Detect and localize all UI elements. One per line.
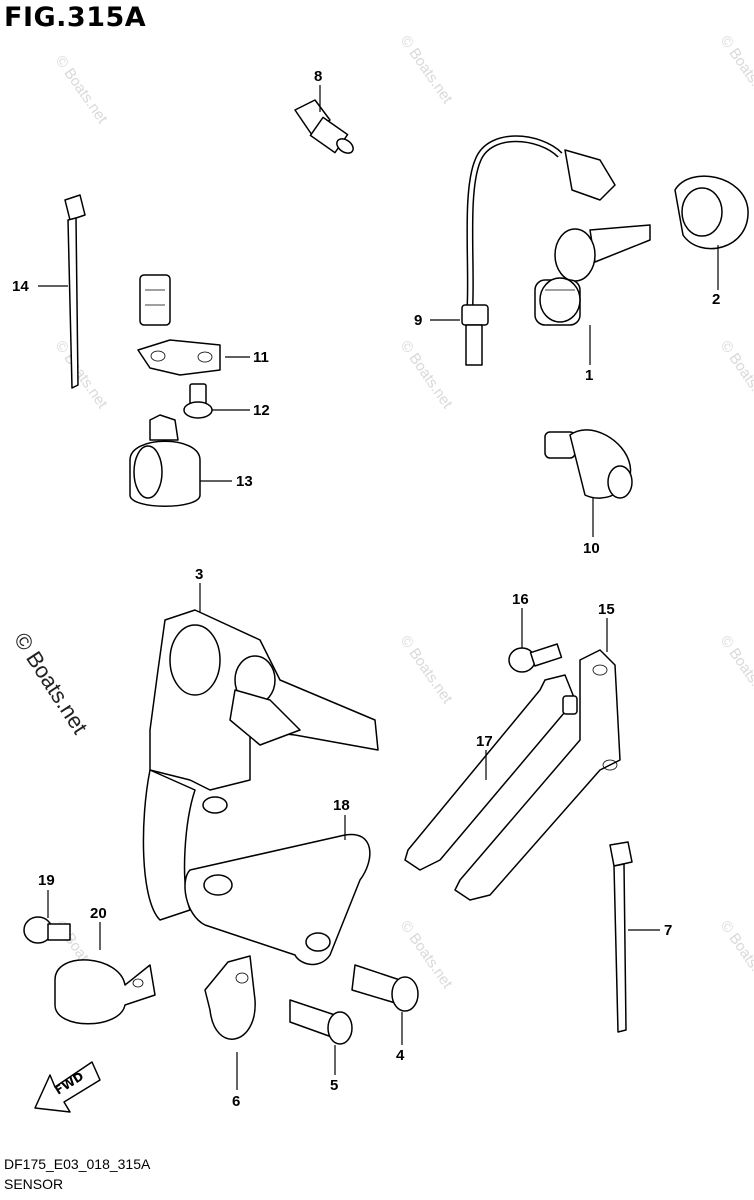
callout-14: 14 (12, 278, 29, 295)
part-6-clip (204, 955, 256, 1040)
callout-11: 11 (253, 349, 269, 366)
callout-15: 15 (598, 601, 615, 618)
callout-16: 16 (512, 591, 529, 608)
callout-8: 8 (314, 68, 322, 85)
callout-numbers: 8 11 12 13 14 9 1 2 10 3 18 6 5 4 7 19 2… (12, 68, 720, 1110)
part-10-knock-sensor (544, 429, 633, 499)
part-18-bracket (184, 833, 371, 966)
part-8-sensor-harness (139, 85, 354, 326)
callout-3: 3 (195, 566, 203, 583)
watermark: © Boats.net (397, 633, 456, 708)
part-3-throttle-position-sensor (142, 609, 379, 921)
callout-4: 4 (396, 1047, 405, 1064)
callout-19: 19 (38, 872, 55, 889)
section-name: SENSOR (4, 1176, 64, 1192)
callout-13: 13 (236, 473, 253, 490)
part-15-bracket (454, 649, 621, 901)
figure-title: FIG.315A (4, 2, 147, 33)
part-11-bracket (137, 339, 221, 376)
callout-20: 20 (90, 905, 107, 922)
callout-17: 17 (476, 733, 493, 750)
watermark: © Boats.net (397, 338, 456, 413)
callout-12: 12 (253, 402, 270, 419)
part-9-sensor-harness (461, 135, 616, 366)
part-2-grommet (674, 175, 749, 250)
callout-5: 5 (330, 1077, 338, 1094)
part-7-cable-tie (609, 841, 633, 1033)
callout-10: 10 (583, 540, 600, 557)
part-17-bracket (404, 674, 578, 871)
part-5-bolt (289, 999, 353, 1045)
part-20-clamp (54, 959, 156, 1025)
part-13-clamp (129, 414, 201, 507)
forward-direction-arrow: FWD (34, 1061, 101, 1113)
callout-18: 18 (333, 797, 350, 814)
part-14-cable-tie (64, 194, 86, 389)
callout-6: 6 (232, 1093, 240, 1110)
callout-2: 2 (712, 291, 720, 308)
watermark: © Boats.net (52, 338, 111, 413)
part-19-bolt (23, 916, 71, 944)
part-12-bolt (183, 383, 213, 419)
leader-lines (38, 85, 719, 1090)
diagram-code: DF175_E03_018_315A (4, 1156, 151, 1172)
part-16-bolt (508, 643, 563, 673)
callout-7: 7 (664, 922, 672, 939)
callout-1: 1 (585, 367, 593, 384)
watermark: © Boats.net (717, 918, 754, 993)
watermark: © Boats.net (717, 633, 754, 708)
watermark: © Boats.net (52, 53, 111, 128)
callout-9: 9 (414, 312, 422, 329)
watermark: © Boats.net (717, 338, 754, 413)
part-1-sensor (534, 224, 651, 326)
part-4-bolt (351, 964, 419, 1012)
watermark: © Boats.net (717, 33, 754, 108)
watermark: © Boats.net (397, 33, 456, 108)
